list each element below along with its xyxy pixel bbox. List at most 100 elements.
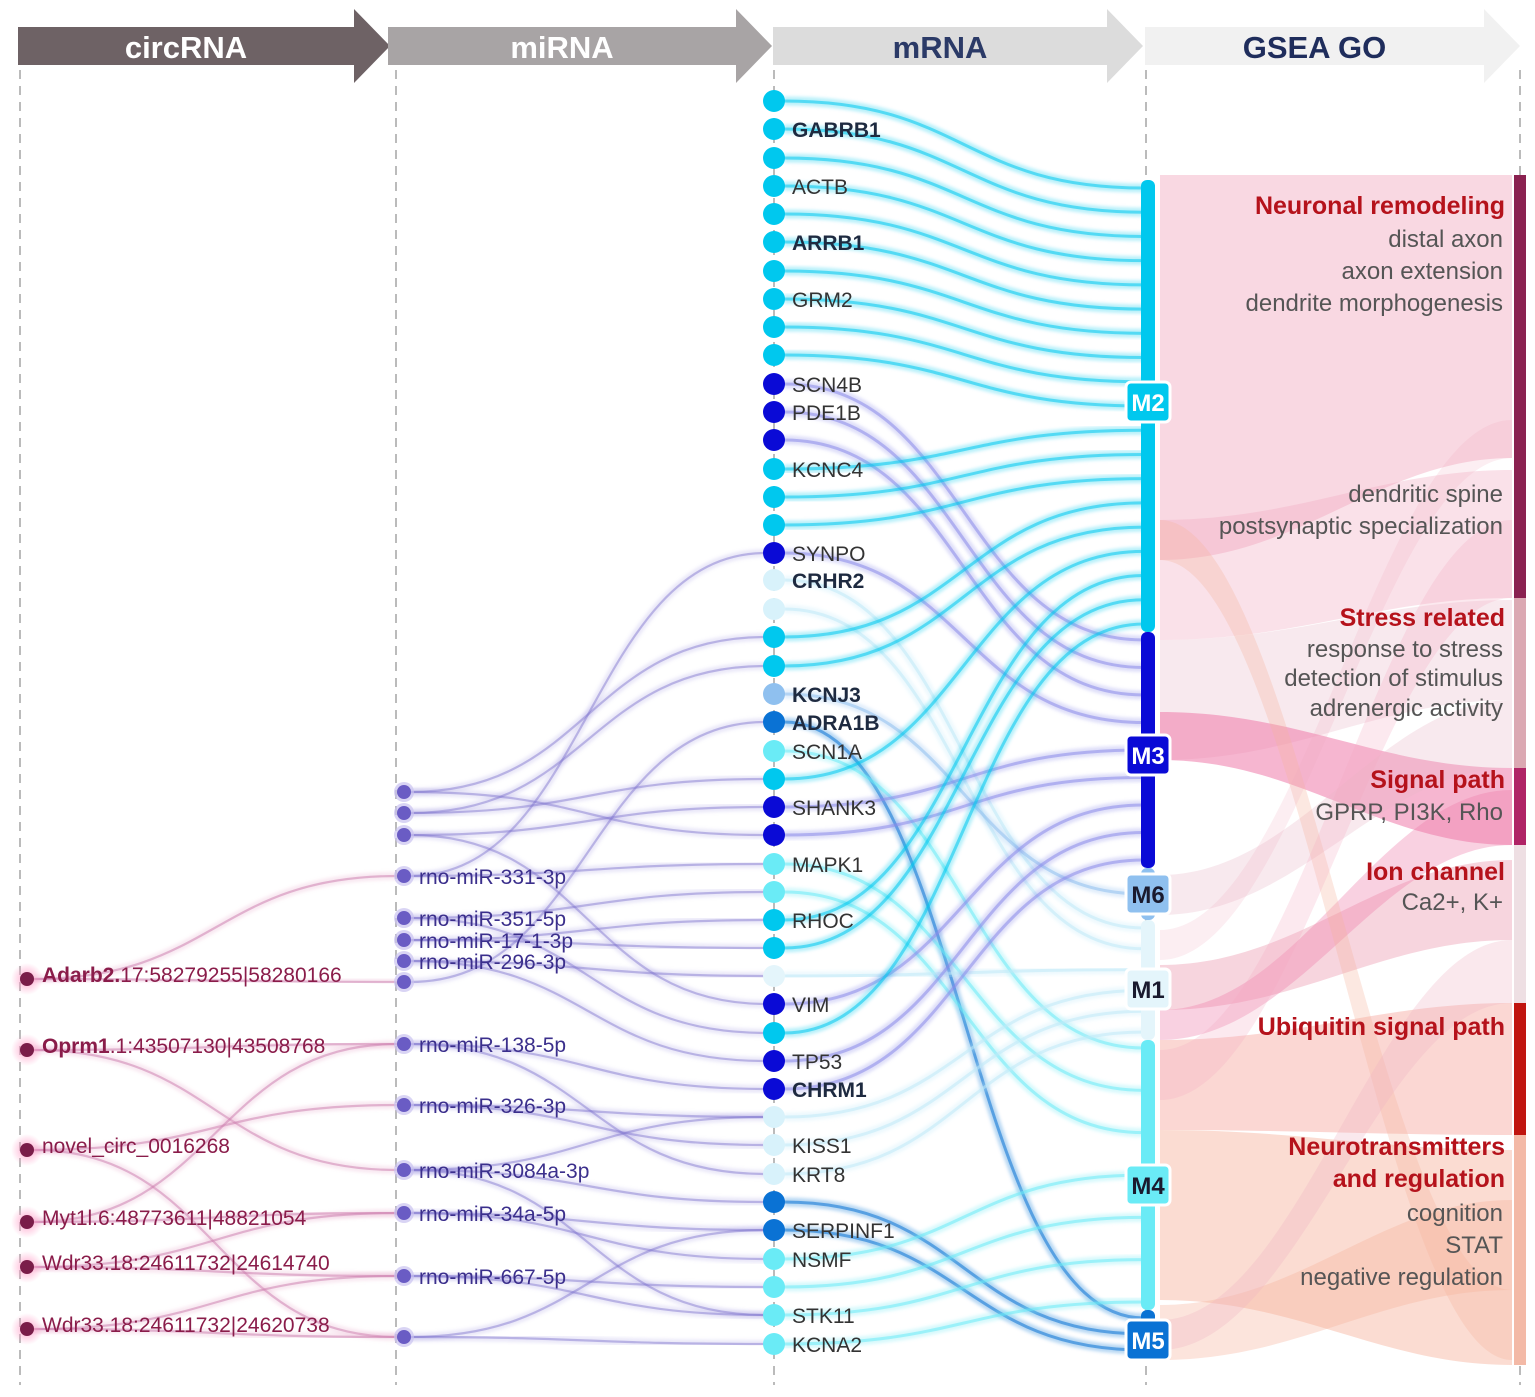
mrna-label: SERPINF1 <box>792 1220 895 1243</box>
mrna-node <box>763 147 785 169</box>
mirna-mrna-link <box>409 888 767 922</box>
module-badge-box <box>1124 1318 1172 1362</box>
go-group-title: Stress related <box>1340 604 1505 632</box>
circrna-id: 17:58279255|58280166 <box>120 964 342 987</box>
mirna-mrna-link <box>409 1226 767 1341</box>
mrna-node <box>763 740 785 762</box>
module-badge-m5: M5 <box>1124 1318 1172 1362</box>
mrna-node <box>763 655 785 677</box>
go-group-title: Ion channel <box>1366 858 1505 886</box>
go-term: dendritic spine <box>1348 481 1503 508</box>
mrna-module-link-core <box>783 410 1145 669</box>
mirna-label: rno-miR-296-3p <box>419 951 566 974</box>
mirna-mrna-link-core <box>409 777 767 815</box>
circrna-gene: Oprm1 <box>42 1035 110 1058</box>
mrna-node <box>763 90 785 112</box>
go-category-bar <box>1514 598 1526 768</box>
mrna-module-link-core <box>783 477 1145 527</box>
mirna-mrna-link-core <box>409 805 767 837</box>
mrna-module-link-core <box>783 858 1145 1091</box>
mrna-node <box>763 401 785 423</box>
go-term: response to stress <box>1307 636 1503 663</box>
mrna-node <box>763 288 785 310</box>
mrna-node <box>763 429 785 451</box>
mirna-mrna-link <box>409 1040 767 1093</box>
interaction-links <box>32 96 1145 1355</box>
go-term: GPRP, PI3K, Rho <box>1315 799 1503 826</box>
mrna-module-link-core <box>783 99 1145 190</box>
module-label: M1 <box>1131 977 1164 1004</box>
go-band <box>1160 940 1512 1350</box>
mirna-mrna-link <box>409 1113 767 1174</box>
mrna-node <box>763 1163 785 1185</box>
circ-mirna-link-core <box>32 1274 399 1331</box>
mirna-mrna-link-core <box>409 1103 767 1147</box>
module-badge-m2: M2 <box>1124 380 1172 424</box>
mirna-label: rno-miR-351-5p <box>419 908 566 931</box>
mrna-label: RHOC <box>792 910 854 933</box>
mrna-node <box>763 824 785 846</box>
mirna-node <box>397 806 411 820</box>
circrna-node <box>20 1143 34 1157</box>
go-band <box>1160 520 1512 1360</box>
go-category-bar <box>1514 845 1526 1003</box>
circ-mirna-link-core <box>32 1042 399 1224</box>
mrna-node <box>763 796 785 818</box>
mirna-mrna-link <box>409 549 767 880</box>
mirna-mrna-link-core <box>409 1168 767 1317</box>
go-band <box>1160 1130 1512 1365</box>
mrna-label: SYNPO <box>792 543 866 566</box>
mrna-node <box>763 486 785 508</box>
module-badge-box <box>1124 733 1172 777</box>
mrna-node <box>763 853 785 875</box>
mrna-node <box>763 203 785 225</box>
module-badge-m1: M1 <box>1124 967 1172 1011</box>
mirna-mrna-link-core <box>409 1115 767 1172</box>
mirna-mrna-link <box>409 775 767 817</box>
mrna-node <box>763 1106 785 1128</box>
mirna-node <box>397 1330 411 1344</box>
mirna-mrna-link <box>409 916 767 944</box>
mrna-node <box>763 514 785 536</box>
mirna-label: rno-miR-326-3p <box>419 1095 566 1118</box>
mirna-mrna-link-core <box>409 1335 767 1346</box>
circrna-node <box>20 1043 34 1057</box>
mirna-mrna-link <box>409 1272 767 1319</box>
mirna-node <box>397 911 411 925</box>
mrna-node <box>763 937 785 959</box>
mrna-module-link-core <box>783 720 1145 1320</box>
stage-label: GSEA GO <box>1243 30 1387 65</box>
mirna-mrna-link-core <box>409 720 767 984</box>
mrna-module-link-core <box>783 297 1145 360</box>
circrna-label: novel_circ_0016268 <box>42 1135 230 1158</box>
mrna-module-link-core <box>783 776 1145 837</box>
mirna-node <box>397 954 411 968</box>
mirna-label: rno-miR-667-5p <box>419 1266 566 1289</box>
mrna-module-link-core <box>783 156 1145 238</box>
mirna-node <box>397 1037 411 1051</box>
mrna-module-link-core <box>783 988 1145 1119</box>
module-badge-m4: M4 <box>1124 1163 1172 1207</box>
mirna-label: rno-miR-34a-5p <box>419 1203 566 1226</box>
module-badge-box <box>1124 380 1172 424</box>
mirna-label: rno-miR-331-3p <box>419 866 566 889</box>
mirna-mrna-link-core <box>409 1274 767 1317</box>
mrna-module-link-core <box>783 574 1145 922</box>
mrna-module-link-core <box>783 525 1145 668</box>
module-badge-box <box>1124 872 1172 916</box>
mirna-mrna-link <box>409 662 767 817</box>
mrna-module-link-core <box>783 1200 1145 1336</box>
mrna-node <box>763 1050 785 1072</box>
mrna-node <box>763 993 785 1015</box>
mrna-module-link-core <box>783 127 1145 214</box>
mirna-node <box>397 785 411 799</box>
go-term: negative regulation <box>1300 1264 1503 1291</box>
mrna-node <box>763 768 785 790</box>
mirna-mrna-link <box>409 718 767 986</box>
go-term: cognition <box>1407 1200 1503 1227</box>
mirna-label: rno-miR-138-5p <box>419 1034 566 1057</box>
mrna-node <box>763 260 785 282</box>
